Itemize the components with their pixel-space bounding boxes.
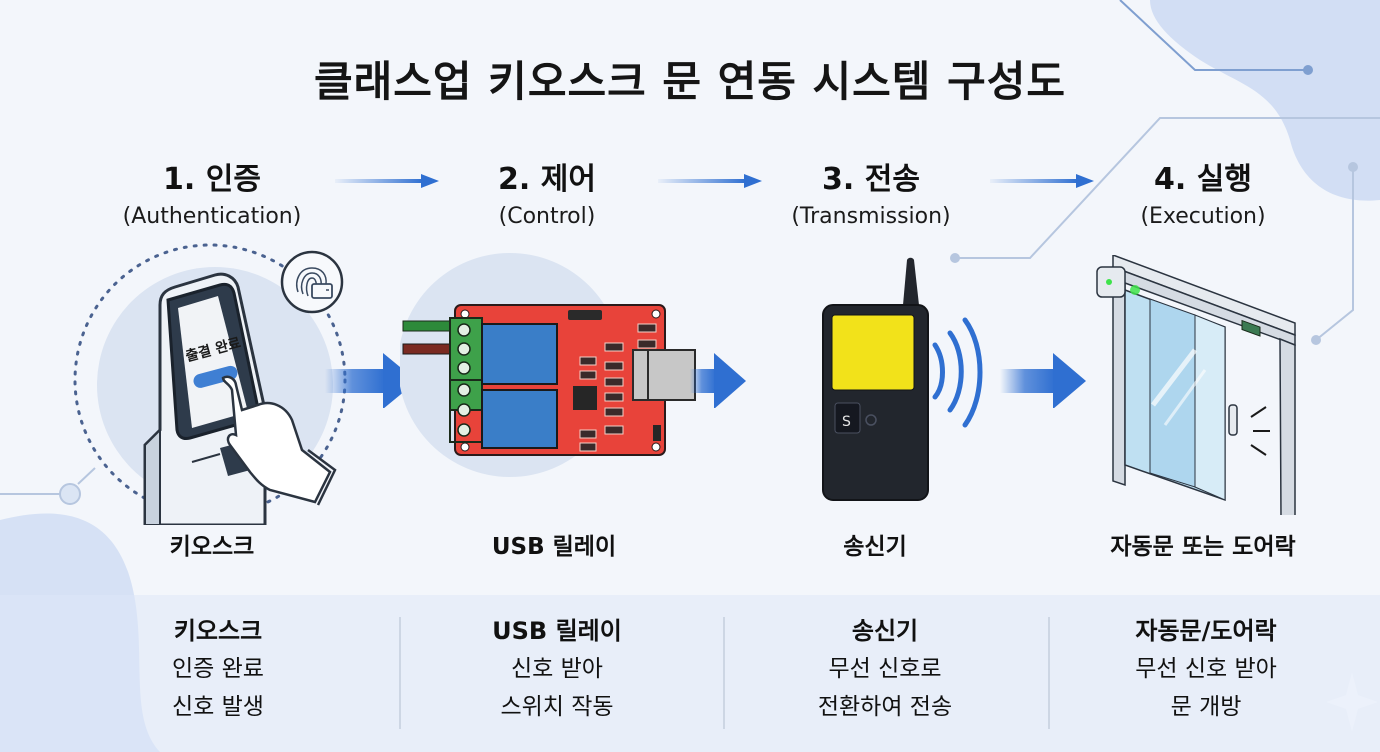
summary-door: 자동문/도어락 무선 신호 받아 문 개방 (1046, 612, 1366, 726)
fingerprint-card-icon (280, 250, 344, 314)
blob-top-right (1150, 0, 1380, 201)
automatic-door-icon (1096, 255, 1296, 515)
step-header-authentication: 1. 인증 (Authentication) (62, 160, 362, 232)
summary-line: 신호 발생 (172, 694, 264, 720)
summary-transmitter: 송신기 무선 신호로 전환하여 전송 (725, 612, 1045, 726)
circuit-line-3 (1315, 167, 1354, 341)
step-english-label: (Authentication) (122, 204, 302, 229)
step-english-label: (Transmission) (791, 204, 951, 229)
kiosk-icon: 출결 완료 (73, 243, 347, 525)
transmitter-icon: S (822, 257, 983, 501)
summary-line: 문 개방 (1170, 694, 1242, 720)
step-number-label: 2. 제어 (498, 162, 596, 197)
summary-usb-relay: USB 릴레이 신호 받아 스위치 작동 (397, 612, 717, 726)
summary-line: 신호 받아 (511, 656, 603, 682)
summary-line: 전환하여 전송 (817, 694, 953, 720)
step-number-label: 3. 전송 (822, 162, 920, 197)
device-label-kiosk: 키오스크 (169, 534, 255, 560)
step-english-label: (Execution) (1140, 204, 1266, 229)
step-header-transmission: 3. 전송 (Transmission) (721, 160, 1021, 232)
big-arrow-icon (1000, 353, 1086, 408)
flow-arrow-icon (990, 174, 1094, 188)
flow-arrow-icon (658, 174, 762, 188)
big-arrow-icon (690, 353, 746, 408)
wireless-signal-icon (932, 317, 983, 428)
summary-heading: 키오스크 (173, 617, 263, 645)
summary-heading: 송신기 (851, 617, 919, 645)
circuit-line-2 (955, 117, 1380, 259)
step-number-label: 4. 실행 (1154, 162, 1252, 197)
summary-line: 인증 완료 (172, 656, 264, 682)
device-label-usb-relay: USB 릴레이 (491, 534, 617, 560)
device-label-door: 자동문 또는 도어락 (1110, 534, 1296, 560)
summary-band (0, 595, 1380, 752)
summary-divider (399, 617, 401, 729)
step-header-execution: 4. 실행 (Execution) (1053, 160, 1353, 232)
summary-line: 스위치 작동 (500, 694, 614, 720)
circuit-line-1 (1119, 0, 1308, 71)
summary-heading: USB 릴레이 (492, 617, 622, 645)
step-header-control: 2. 제어 (Control) (397, 160, 697, 232)
opening-motion-icon (1250, 406, 1270, 456)
flow-arrow-icon (335, 174, 439, 188)
summary-divider (723, 617, 725, 729)
summary-divider (1048, 617, 1050, 729)
page-title: 클래스업 키오스크 문 연동 시스템 구성도 (314, 57, 1066, 106)
step-english-label: (Control) (498, 204, 596, 229)
step-number-label: 1. 인증 (163, 162, 261, 197)
summary-line: 무선 신호로 (828, 656, 942, 682)
device-label-transmitter: 송신기 (843, 534, 907, 560)
transmitter-button-label: S (842, 414, 851, 430)
summary-kiosk: 키오스크 인증 완료 신호 발생 (58, 612, 378, 726)
summary-line: 무선 신호 받아 (1135, 656, 1277, 682)
summary-heading: 자동문/도어락 (1135, 617, 1277, 645)
usb-relay-icon (400, 253, 696, 477)
